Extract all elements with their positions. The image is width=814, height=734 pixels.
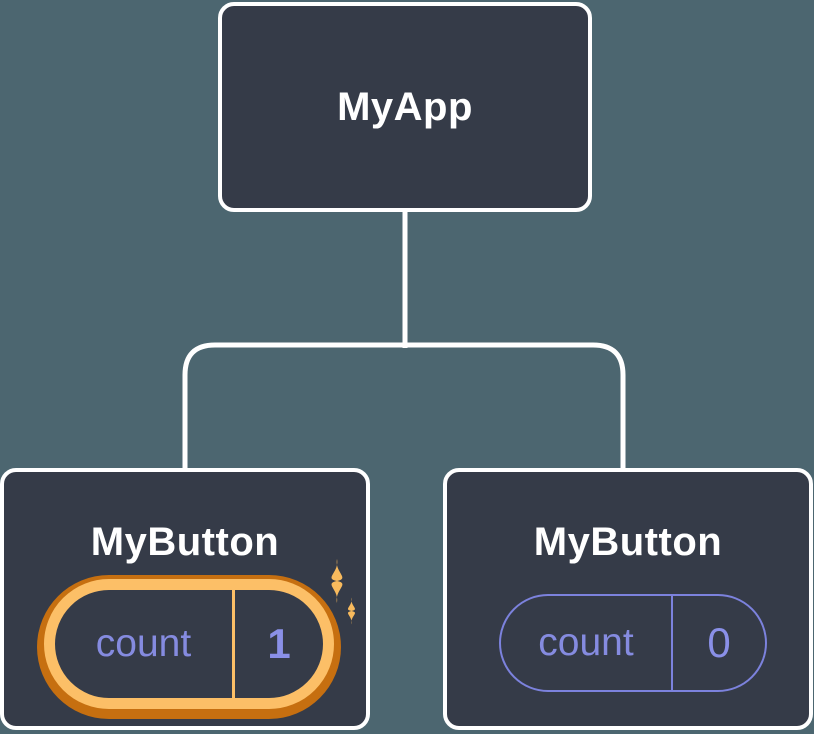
sparkle-icon [331, 559, 356, 625]
child-component-node-right: MyButton count 0 [443, 468, 813, 730]
root-component-node: MyApp [218, 2, 592, 212]
state-name-text: count [95, 622, 192, 665]
child-component-label: MyButton [533, 520, 723, 564]
state-name-text: count [538, 621, 634, 664]
state-name-cell: count [55, 590, 235, 698]
child-component-node-left: MyButton count 1 [0, 468, 370, 730]
state-name-cell: count [501, 596, 673, 690]
state-pill-normal: count 0 [499, 594, 767, 692]
state-pill-highlighted: count 1 [44, 579, 334, 709]
state-value-cell: 1 [235, 590, 323, 698]
state-value-text: 0 [707, 619, 731, 666]
state-value-cell: 0 [673, 596, 765, 690]
root-component-label: MyApp [337, 84, 473, 129]
state-value-text: 1 [267, 620, 291, 667]
child-component-label: MyButton [90, 520, 280, 564]
